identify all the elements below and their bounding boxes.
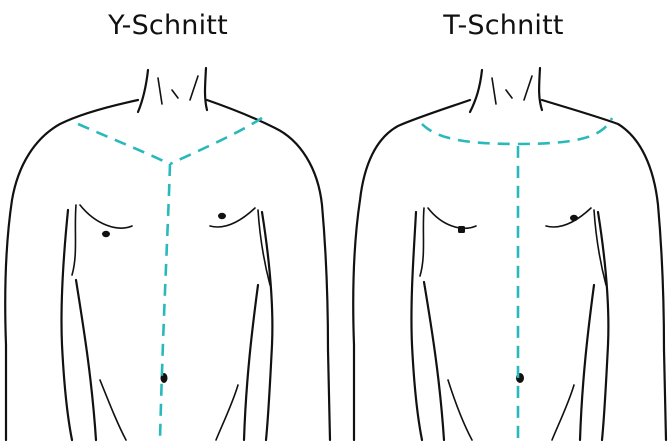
torso-drawing-y [0, 0, 336, 445]
left-nipple [458, 226, 465, 233]
throat-line [506, 90, 512, 98]
right-pec-line [210, 208, 255, 227]
neck-right-line [205, 68, 207, 110]
left-waist [76, 280, 96, 440]
t-incision-crossbar [422, 118, 612, 144]
left-inner-arm [61, 210, 72, 440]
left-waist [424, 282, 444, 440]
throat-line [172, 90, 178, 98]
neck-muscle-left [492, 78, 496, 104]
left-inner-arm [411, 212, 422, 440]
neck-left-line [138, 70, 148, 112]
right-shoulder-arm [542, 100, 666, 440]
left-shoulder-arm [353, 100, 470, 440]
left-pec-line [428, 208, 476, 228]
neck-right-line [539, 68, 542, 110]
left-hip-line [448, 380, 472, 440]
y-incision-right-arm [170, 118, 262, 164]
right-pec-line [546, 208, 591, 227]
panel-t-incision: T-Schnitt [336, 0, 671, 445]
left-nipple [102, 231, 110, 237]
right-nipple [570, 215, 578, 221]
right-waist [244, 285, 258, 440]
panel-y-incision: Y-Schnitt [0, 0, 336, 445]
left-armpit [72, 205, 76, 275]
left-hip-line [100, 380, 126, 440]
right-waist [580, 285, 594, 440]
neck-muscle-right [190, 76, 198, 100]
left-armpit [420, 208, 424, 276]
torso-drawing-t [336, 0, 671, 445]
left-pec-line [80, 205, 132, 228]
neck-left-line [470, 70, 482, 112]
y-incision-left-arm [78, 124, 170, 164]
right-inner-arm [598, 212, 608, 440]
right-inner-arm [262, 212, 272, 440]
right-hip-line [216, 385, 238, 440]
y-incision-stem [160, 164, 170, 440]
neck-muscle-left [158, 78, 162, 104]
right-hip-line [552, 385, 574, 440]
neck-muscle-right [524, 76, 532, 100]
right-nipple [218, 213, 226, 219]
left-shoulder-arm [5, 100, 138, 440]
